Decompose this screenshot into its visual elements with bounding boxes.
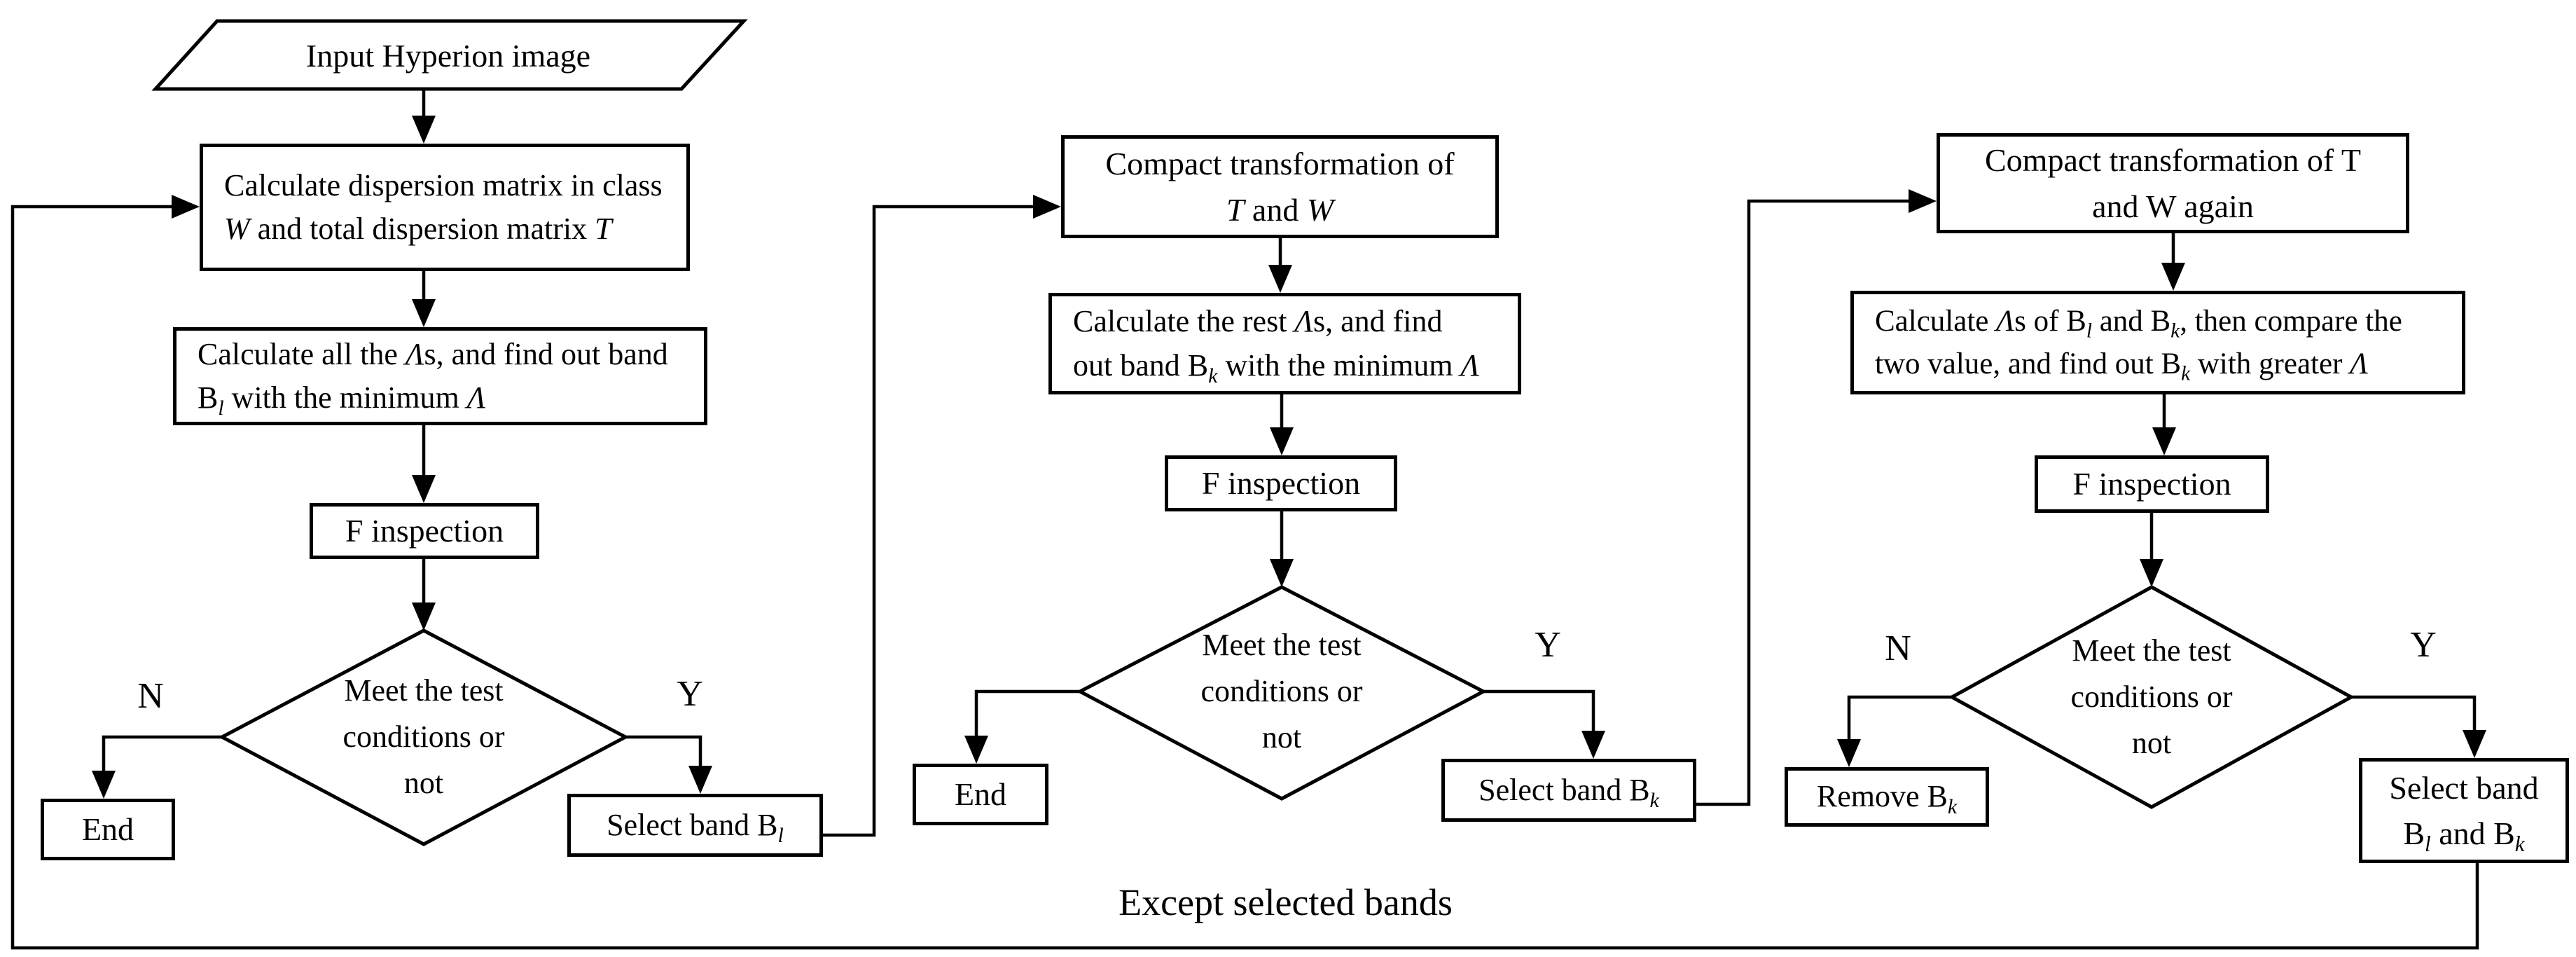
select-band-k-text: Select band Bk <box>1479 772 1659 812</box>
lambda-calc-box-middle: Calculate the rest Λs, and find out band… <box>1048 293 1521 394</box>
arrowhead <box>1268 265 1292 293</box>
branch-n-middle <box>974 689 1080 739</box>
branch-label-y-right: Y <box>2385 620 2462 669</box>
arrowhead <box>1581 731 1605 759</box>
dispersion-line1: Calculate dispersion matrix in class <box>224 167 663 202</box>
select-band-k-box: Select band Bk <box>1441 759 1696 822</box>
end-box-left: End <box>41 799 175 860</box>
remove-bk-box: Remove Bk <box>1785 767 1989 827</box>
decision-text-middle: Meet the test conditions or not <box>1142 621 1422 762</box>
decision-text-left: Meet the test conditions or not <box>284 667 564 807</box>
input-node-label: Input Hyperion image <box>196 28 700 83</box>
branch-label-n-right: N <box>1860 624 1937 673</box>
f-inspection-middle-text: F inspection <box>1201 465 1361 502</box>
f-inspection-right-text: F inspection <box>2072 466 2231 502</box>
feedback-loop-line <box>11 205 2479 950</box>
arrowhead <box>2152 427 2176 455</box>
decision-diamond-right <box>1948 585 2355 809</box>
lambda-calc-left-line2: Bl with the minimum Λ <box>198 380 486 420</box>
dispersion-box: Calculate dispersion matrix in class W a… <box>200 144 690 271</box>
f-inspection-box-middle: F inspection <box>1165 455 1397 511</box>
arrowhead <box>1270 427 1294 455</box>
branch-y-left <box>625 735 702 769</box>
f-inspection-box-right: F inspection <box>2035 455 2269 513</box>
compact-box-middle: Compact transformation of T and W <box>1061 135 1499 238</box>
connector-selectk-to-compact <box>1696 199 1912 806</box>
arrowhead <box>92 771 116 799</box>
input-parallelogram-shape <box>151 19 748 91</box>
lambda-calc-box-left: Calculate all the Λs, and find out band … <box>173 327 707 425</box>
lambda-calc-middle-line1: Calculate the rest Λs, and find <box>1073 304 1443 339</box>
decision-right-lines: Meet the test conditions or not <box>2070 633 2233 760</box>
lambda-calc-right-line2: two value, and find out Bk with greater … <box>1875 347 2369 385</box>
arrowhead <box>172 195 200 219</box>
compact-box-right: Compact transformation of T and W again <box>1937 133 2409 233</box>
arrowhead <box>2463 730 2486 758</box>
select-band-lk-line1: Select band <box>2389 769 2539 806</box>
arrowhead <box>1837 739 1861 767</box>
f-inspection-left-text: F inspection <box>345 513 504 549</box>
compact-middle-line1: Compact transformation of <box>1105 146 1455 182</box>
y-right-text: Y <box>2410 624 2437 665</box>
branch-n-left <box>102 735 222 774</box>
branch-label-y-left: Y <box>651 669 728 718</box>
arrowhead <box>964 736 988 764</box>
compact-middle-line2: T and W <box>1226 191 1334 228</box>
branch-label-y-middle: Y <box>1509 620 1586 669</box>
except-selected-bands-label: Except selected bands <box>1070 874 1501 930</box>
compact-right-line2: and W again <box>2092 188 2254 224</box>
arrowhead <box>1033 195 1061 219</box>
arrowhead <box>1270 559 1294 587</box>
arrowhead <box>2161 263 2185 291</box>
remove-bk-text: Remove Bk <box>1816 779 1958 819</box>
arrowhead <box>412 603 436 631</box>
n-left-text: N <box>137 675 164 716</box>
n-right-text: N <box>1885 628 1911 668</box>
compact-right-line1: Compact transformation of T <box>1985 142 2361 179</box>
decision-diamond-middle <box>1076 585 1488 801</box>
end-middle-text: End <box>954 776 1007 813</box>
decision-middle-lines: Meet the test conditions or not <box>1200 628 1363 755</box>
y-left-text: Y <box>677 673 703 714</box>
decision-left-lines: Meet the test conditions or not <box>342 673 505 800</box>
lambda-calc-right-line1: Calculate Λs of Bl and Bk, then compare … <box>1875 304 2402 343</box>
decision-text-right: Meet the test conditions or not <box>2011 627 2292 767</box>
except-selected-bands-text: Except selected bands <box>1119 881 1453 923</box>
lambda-calc-left-line1: Calculate all the Λs, and find out band <box>198 336 668 371</box>
arrowhead <box>412 116 436 144</box>
f-inspection-box-left: F inspection <box>310 503 539 559</box>
select-band-l-text: Select band Bl <box>607 807 784 847</box>
dispersion-line2: W and total dispersion matrix T <box>224 212 612 246</box>
select-band-lk-box: Select band Bl and Bk <box>2359 758 2569 863</box>
decision-diamond-left <box>218 628 630 846</box>
branch-y-middle <box>1483 689 1595 734</box>
branch-label-n-left: N <box>112 671 189 720</box>
lambda-calc-box-right: Calculate Λs of Bl and Bk, then compare … <box>1850 291 2465 394</box>
lambda-calc-middle-line2: out band Bk with the minimum Λ <box>1073 347 1480 387</box>
y-middle-text: Y <box>1535 624 1561 665</box>
branch-n-right <box>1847 695 1952 743</box>
end-left-text: End <box>81 811 134 848</box>
arrowhead <box>412 475 436 503</box>
branch-y-right <box>2351 695 2477 734</box>
end-box-middle: End <box>913 764 1048 825</box>
select-band-lk-line2: Bl and Bk <box>2403 815 2525 857</box>
arrowhead <box>412 299 436 327</box>
select-band-l-box: Select band Bl <box>567 794 823 857</box>
connector-selectl-to-compact <box>823 205 1037 837</box>
input-node-text: Input Hyperion image <box>305 37 591 74</box>
arrowhead <box>2140 559 2163 587</box>
arrowhead <box>688 766 712 794</box>
arrowhead <box>1909 189 1937 213</box>
